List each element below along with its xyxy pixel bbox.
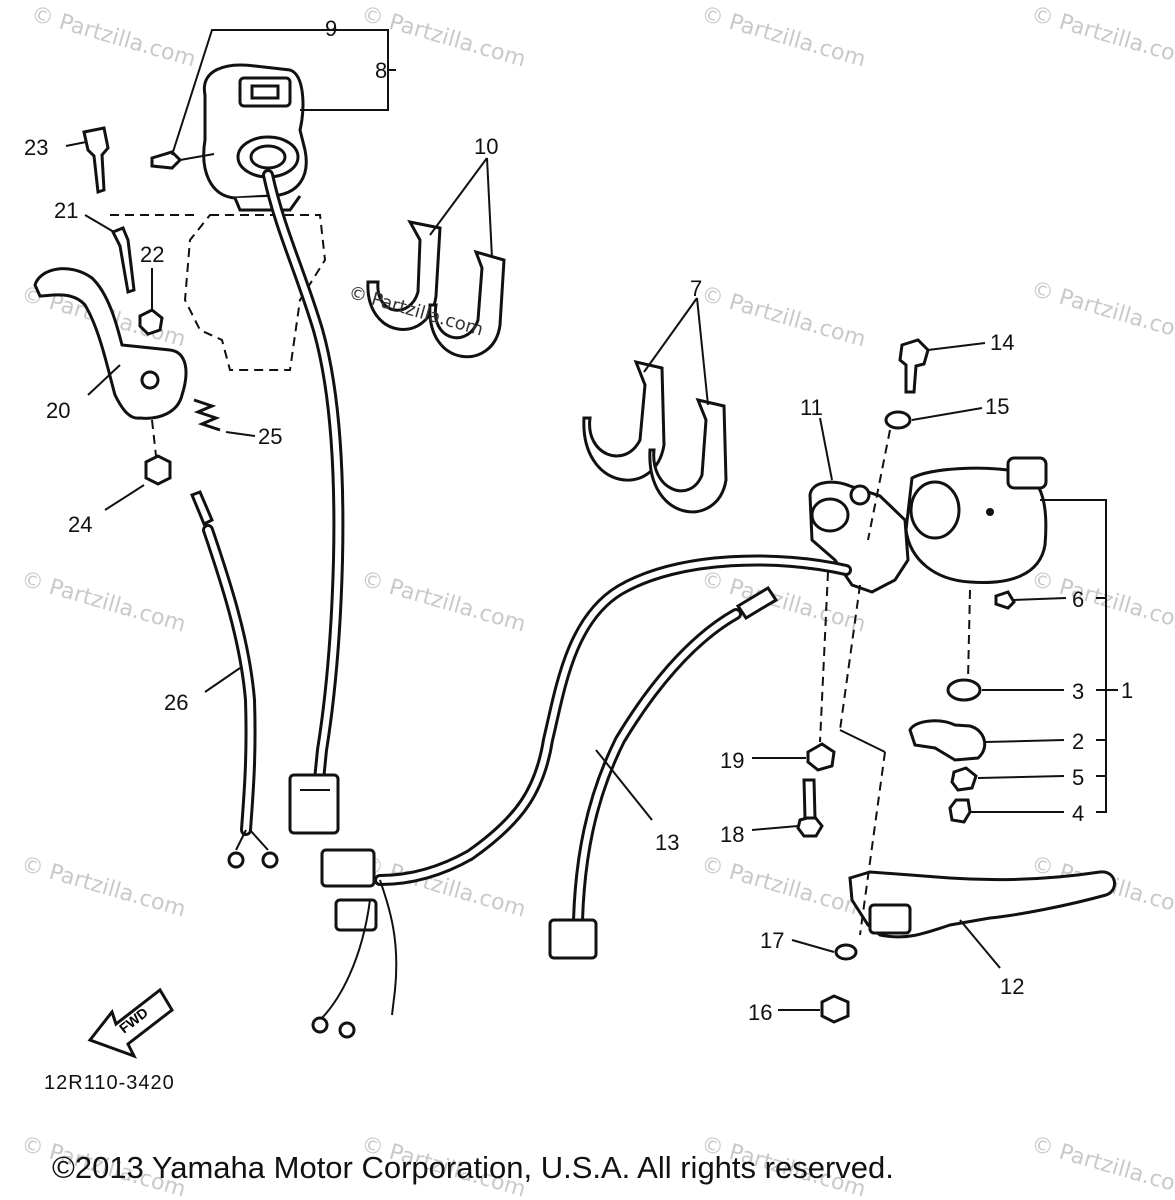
watermark-text: © Partzilla.com — [1028, 567, 1175, 638]
nut-22 — [138, 268, 164, 336]
dash-line — [967, 589, 971, 681]
leader-10b — [486, 157, 493, 259]
callout-20: 20 — [46, 398, 70, 423]
spring-25 — [193, 398, 256, 437]
callout-4: 4 — [1072, 801, 1084, 826]
callout-8: 8 — [375, 58, 387, 83]
callout-25: 25 — [258, 424, 282, 449]
watermark-text: © Partzilla.com — [358, 567, 528, 638]
callout-19: 19 — [720, 748, 744, 773]
callout-labels: 1 2 3 4 5 6 7 8 9 10 11 12 13 14 15 16 1… — [24, 16, 1133, 1025]
watermark-text: © Partzilla.com — [28, 2, 198, 73]
watermark-text: © Partzilla.com — [18, 852, 188, 923]
master-cylinder-bracket-11 — [808, 417, 910, 594]
watermark-text: © Partzilla.com — [698, 282, 868, 353]
part-2 — [908, 719, 1065, 762]
leader-7a — [643, 297, 698, 373]
left-switch-wire-harness — [262, 169, 345, 835]
callout-21: 21 — [54, 198, 78, 223]
handlebar-bracket-outline — [183, 214, 327, 371]
watermark-text: © Partzilla.com — [698, 852, 868, 923]
callout-13: 13 — [655, 830, 679, 855]
watermark-text: © Partzilla.com — [1028, 2, 1175, 73]
callout-26: 26 — [164, 690, 188, 715]
callout-bracket-8-9 — [171, 29, 396, 156]
fwd-arrow: FWD — [87, 987, 174, 1059]
callout-18: 18 — [720, 822, 744, 847]
callout-6: 6 — [1072, 587, 1084, 612]
callout-15: 15 — [985, 394, 1009, 419]
bolt-14 — [898, 338, 986, 394]
bolt-18 — [751, 778, 824, 838]
callout-2: 2 — [1072, 729, 1084, 754]
callout-3: 3 — [1072, 679, 1084, 704]
callout-17: 17 — [760, 928, 784, 953]
washer-17 — [791, 939, 858, 961]
callout-9: 9 — [325, 16, 337, 41]
callout-12: 12 — [1000, 974, 1024, 999]
copyright-notice: ©2013 Yamaha Motor Corporation, U.S.A. A… — [52, 1150, 894, 1185]
callout-10: 10 — [474, 134, 498, 159]
lever-20 — [33, 267, 188, 420]
callout-14: 14 — [990, 330, 1014, 355]
callout-7: 7 — [690, 276, 702, 301]
right-switch-wire-harness — [311, 554, 852, 1039]
leader-20 — [87, 364, 121, 396]
lead-13 — [548, 585, 779, 960]
part-3 — [946, 678, 1064, 702]
callout-bracket-1 — [1040, 499, 1118, 813]
leader-7b — [696, 297, 709, 406]
nut-16 — [778, 994, 850, 1024]
screw-6 — [994, 590, 1067, 610]
leader-10a — [429, 157, 488, 236]
part-5 — [950, 766, 1065, 792]
screw-9 — [150, 150, 215, 170]
wire-clamp-pair-10 — [366, 219, 506, 359]
nut-24 — [104, 419, 172, 511]
callout-16: 16 — [748, 1000, 772, 1025]
callout-5: 5 — [1072, 765, 1084, 790]
nut-19 — [752, 571, 836, 772]
bolt-23 — [65, 126, 110, 195]
left-handlebar-switch — [202, 63, 308, 212]
watermark-text: © Partzilla.com — [698, 2, 868, 73]
lever-12 — [839, 584, 1116, 969]
watermark-text: © Partzilla.com — [1028, 277, 1175, 348]
callout-22: 22 — [140, 242, 164, 267]
lever-switch-lead-26 — [190, 490, 279, 869]
callout-11: 11 — [800, 395, 823, 420]
washer-15 — [867, 407, 983, 541]
watermark-text: © Partzilla.com — [18, 567, 188, 638]
callout-1: 1 — [1121, 678, 1133, 703]
diagram-code: 12R110-3420 — [44, 1072, 175, 1094]
wire-clamp-pair-7 — [582, 359, 728, 514]
part-4 — [948, 798, 1064, 824]
callout-23: 23 — [24, 135, 48, 160]
watermark-text: © Partzilla.com — [1028, 1132, 1175, 1200]
callout-24: 24 — [68, 512, 92, 537]
right-handlebar-switch — [904, 456, 1048, 584]
screw-21 — [84, 214, 136, 294]
